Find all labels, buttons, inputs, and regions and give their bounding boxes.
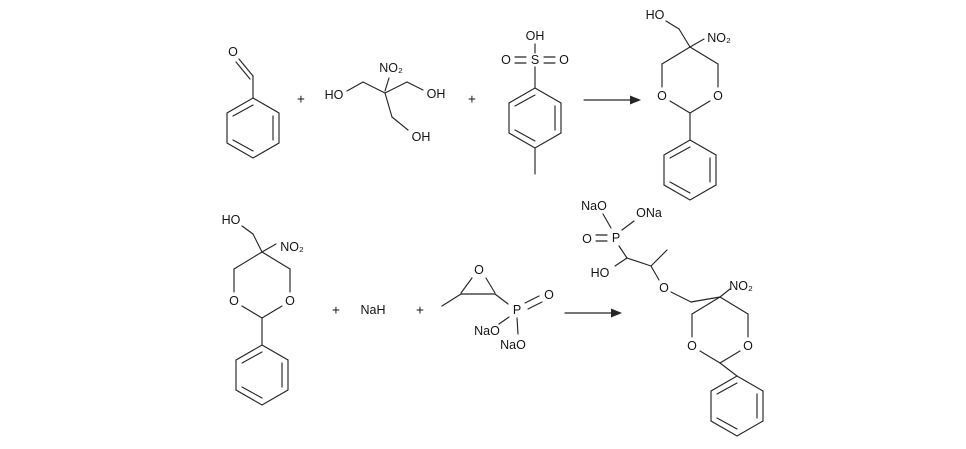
atom-label-o: O [582, 232, 592, 246]
atom-label-o: O [228, 45, 238, 59]
atom-label-no2: NO₂ [379, 61, 403, 75]
atom-label-o: O [713, 89, 723, 103]
atom-label-ho: HO [591, 266, 610, 280]
atom-label-nao: NaO [474, 324, 500, 338]
benzaldehyde-structure: O [226, 45, 280, 159]
atom-label-oh: OH [526, 29, 545, 43]
atom-label-p: P [612, 231, 620, 245]
atom-label-ho: HO [325, 88, 344, 102]
tosic-acid-structure: OH S O O [501, 29, 569, 175]
plus-sign: + [332, 303, 340, 318]
benzene-ring [226, 97, 280, 159]
atom-label-o: O [544, 288, 554, 302]
atom-label-ho: HO [646, 8, 665, 22]
atom-label-nao: NaO [581, 199, 607, 213]
atom-label-nao: NaO [500, 338, 526, 352]
benzene-ring [508, 87, 562, 149]
reagent-label-nah: NaH [360, 303, 385, 317]
atom-label-no2: NO₂ [707, 31, 731, 45]
atom-label-p: P [513, 303, 521, 317]
atom-label-o: O [501, 53, 511, 67]
plus-sign: + [416, 303, 424, 318]
benzene-ring [235, 344, 289, 406]
atom-label-o: O [659, 281, 669, 295]
atom-label-no2: NO₂ [729, 279, 753, 293]
atom-label-s: S [531, 53, 539, 67]
nitrotriol-structure: NO₂ HO OH OH [325, 61, 446, 144]
atom-label-o: O [559, 53, 569, 67]
atom-label-o: O [743, 339, 753, 353]
benzene-ring [710, 375, 764, 437]
reaction-arrow [583, 95, 641, 105]
atom-label-o: O [687, 339, 697, 353]
nitro-dioxane-product-structure: HO NO₂ O O [646, 8, 731, 201]
plus-sign: + [297, 92, 305, 107]
atom-label-no2: NO₂ [280, 240, 304, 254]
atom-label-o: O [285, 294, 295, 308]
atom-label-ho: HO [222, 213, 241, 227]
phosphonate-dioxane-product-structure: NaO ONa P O HO O NO₂ O O [581, 199, 764, 437]
atom-label-oh: OH [412, 130, 431, 144]
plus-sign: + [468, 92, 476, 107]
atom-label-ona: ONa [636, 206, 662, 220]
atom-label-oh: OH [427, 87, 446, 101]
atom-label-o: O [657, 89, 667, 103]
atom-label-o: O [229, 294, 239, 308]
atom-label-o: O [474, 263, 484, 277]
benzene-ring [663, 139, 717, 201]
nitro-dioxane-structure: HO NO₂ O O [222, 213, 304, 406]
reaction-arrow [564, 308, 622, 318]
epoxy-phosphonate-structure: O P O NaO NaO [441, 263, 554, 352]
